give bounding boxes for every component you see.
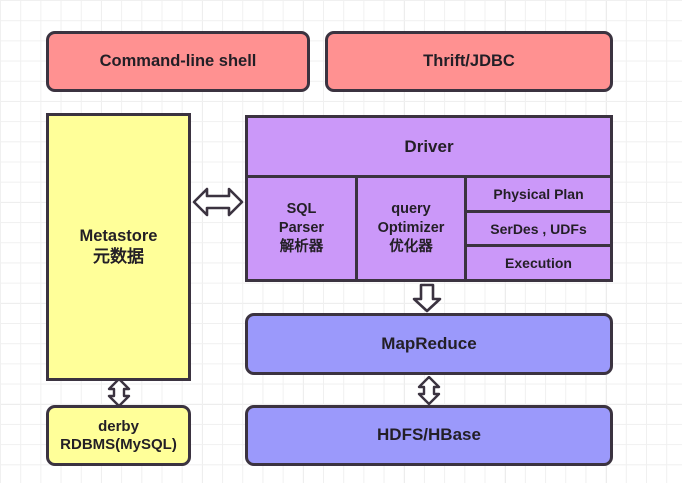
node-derby-rdbms: derby RDBMS(MySQL) [46, 405, 191, 466]
node-sql-parser-line1: SQL [286, 201, 317, 218]
node-query-optimizer: query Optimizer 优化器 [358, 178, 467, 279]
node-rdbms-label: RDBMS(MySQL) [60, 435, 177, 453]
node-execution-label: Execution [505, 255, 572, 272]
node-physical-plan: Physical Plan [467, 178, 610, 213]
node-driver-label: Driver [404, 136, 454, 156]
node-driver-body: SQL Parser 解析器 query Optimizer 优化器 Physi… [248, 178, 610, 279]
node-metastore: Metastore 元数据 [46, 113, 191, 381]
node-thrift-jdbc: Thrift/JDBC [325, 31, 613, 92]
node-derby-label: derby [98, 417, 139, 435]
node-mapreduce: MapReduce [245, 313, 613, 375]
node-query-optimizer-line3: 优化器 [389, 238, 433, 255]
node-execution: Execution [467, 247, 610, 279]
node-driver-header: Driver [248, 118, 610, 178]
node-command-line-shell-label: Command-line shell [99, 51, 257, 70]
node-driver: Driver SQL Parser 解析器 query Optimizer 优化… [245, 115, 613, 282]
node-serdes-udfs: SerDes , UDFs [467, 213, 610, 248]
node-physical-plan-label: Physical Plan [493, 185, 584, 202]
node-metastore-label-en: Metastore [79, 227, 158, 246]
node-command-line-shell: Command-line shell [46, 31, 310, 92]
arrow-metastore-derby-icon [107, 378, 131, 407]
arrow-driver-mapreduce-icon [412, 283, 442, 313]
node-thrift-jdbc-label: Thrift/JDBC [423, 51, 515, 70]
node-hdfs-hbase: HDFS/HBase [245, 405, 613, 466]
node-query-optimizer-line1: query [391, 201, 431, 218]
node-sql-parser-line3: 解析器 [279, 238, 324, 255]
node-sql-parser-line2: Parser [278, 220, 325, 237]
node-query-optimizer-line2: Optimizer [377, 220, 445, 237]
node-serdes-udfs-label: SerDes , UDFs [490, 220, 587, 237]
arrow-metastore-driver-icon [192, 187, 244, 217]
node-driver-stack: Physical Plan SerDes , UDFs Execution [467, 178, 610, 279]
node-hdfs-hbase-label: HDFS/HBase [377, 425, 481, 445]
node-sql-parser: SQL Parser 解析器 [248, 178, 358, 279]
node-mapreduce-label: MapReduce [381, 333, 477, 353]
arrow-mapreduce-hdfs-icon [417, 376, 441, 405]
node-metastore-label-zh: 元数据 [93, 246, 144, 266]
